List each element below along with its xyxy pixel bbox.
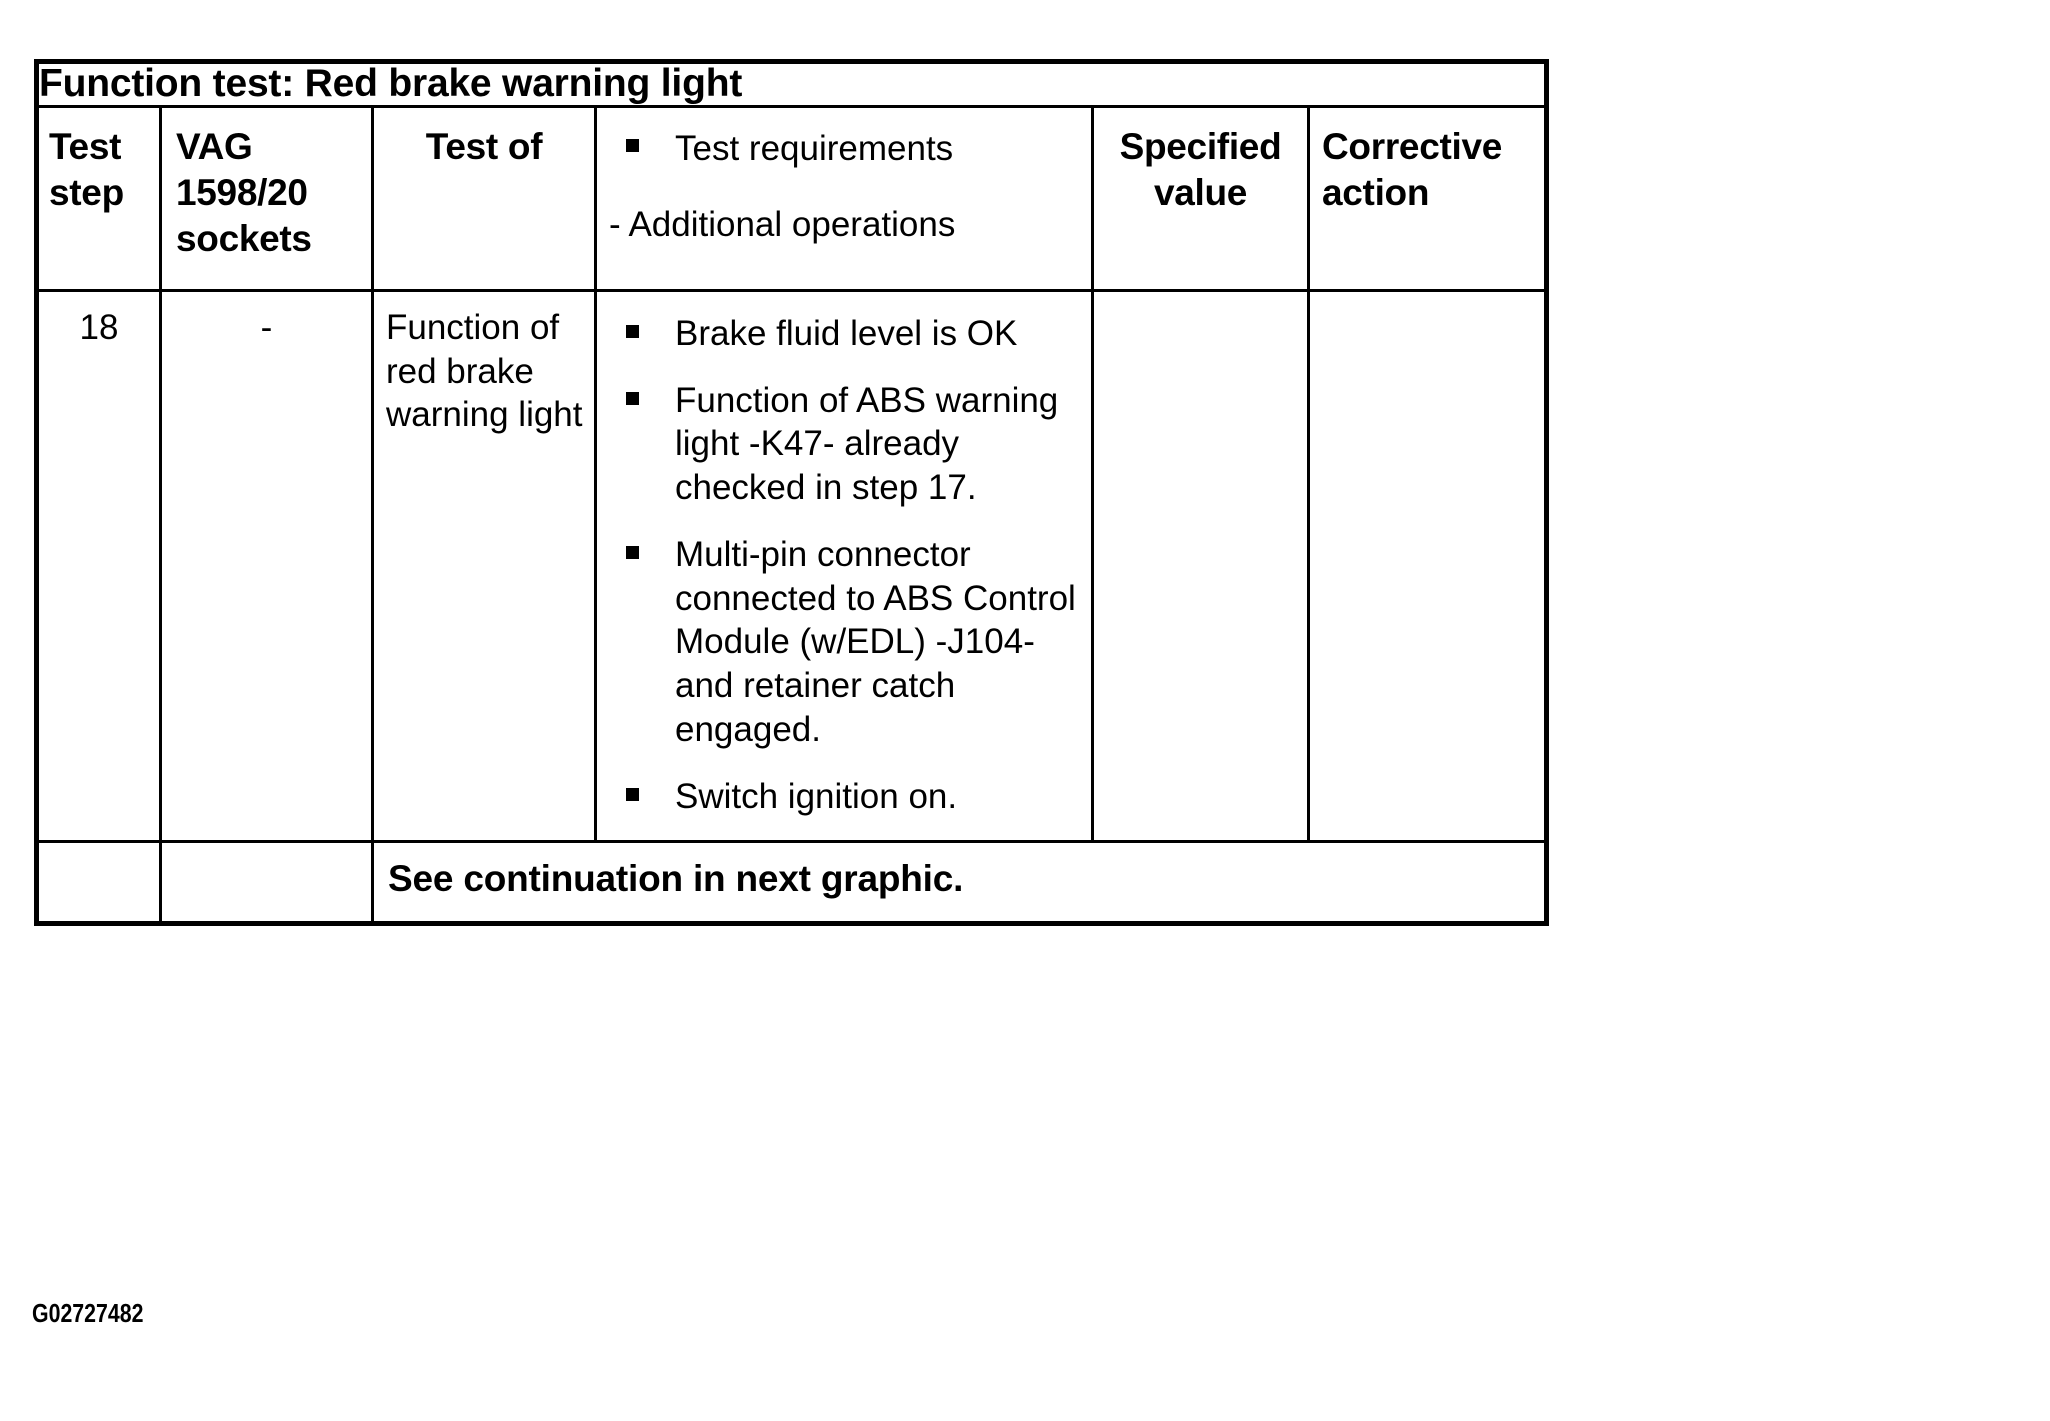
header-vag-sockets: VAG 1598/20 sockets	[162, 108, 371, 263]
header-cell-test-of: Test of	[371, 104, 597, 292]
requirements-list: Brake fluid level is OK Function of ABS …	[597, 292, 1091, 841]
square-bullet-icon	[626, 787, 639, 801]
header-specified-value-line1: Specified	[1119, 125, 1282, 167]
footer-continuation-text: See continuation in next graphic.	[388, 858, 964, 900]
header-requirements-block: Test requirements - Additional operation…	[597, 108, 1091, 246]
cell-specified-value	[1091, 288, 1310, 844]
table-row: 18 - Function of red brake warning light…	[34, 288, 1550, 844]
requirement-item: Brake fluid level is OK	[597, 312, 1091, 356]
header-test-step-line1: Test	[49, 125, 122, 167]
table-header-row: Test step VAG 1598/20 sockets Test of	[34, 104, 1550, 292]
figure-caption: G02727482	[32, 1298, 144, 1328]
cell-test-step: 18	[34, 288, 162, 844]
cell-test-of: Function of red brake warning light	[371, 288, 597, 844]
test-step-number: 18	[79, 307, 119, 347]
header-test-requirements: Test requirements	[675, 128, 954, 168]
header-vag-line3: sockets	[176, 218, 312, 260]
table-title-row: Function test: Red brake warning light	[33, 59, 1550, 108]
header-test-requirements-line: Test requirements	[597, 128, 1091, 170]
header-cell-vag-sockets: VAG 1598/20 sockets	[159, 104, 374, 292]
square-bullet-icon	[626, 545, 639, 559]
header-additional-operations: - Additional operations	[609, 204, 956, 244]
header-corrective-action-line2: action	[1322, 172, 1430, 214]
header-specified-value: Specified value	[1094, 108, 1307, 217]
header-vag-line1: VAG	[176, 125, 253, 167]
footer-cell-test-step	[34, 840, 162, 927]
table-title: Function test: Red brake warning light	[39, 62, 743, 105]
specified-value-value	[1094, 292, 1307, 306]
test-of-value: Function of red brake warning light	[386, 307, 583, 435]
table-title-cell: Function test: Red brake warning light	[33, 59, 1550, 108]
header-corrective-action-line1: Corrective	[1322, 125, 1503, 167]
requirement-item: Switch ignition on.	[597, 775, 1091, 819]
header-vag-line2: 1598/20	[176, 172, 308, 214]
table-footer-row: See continuation in next graphic.	[34, 840, 1550, 927]
header-test-of: Test of	[425, 125, 543, 167]
header-test-step-line2: step	[49, 172, 124, 214]
requirement-text: Function of ABS warning light -K47- alre…	[675, 380, 1059, 508]
header-corrective-action: Corrective action	[1310, 108, 1544, 217]
corrective-action-value	[1310, 292, 1544, 306]
cell-test-requirements: Brake fluid level is OK Function of ABS …	[594, 288, 1094, 844]
header-cell-specified-value: Specified value	[1091, 104, 1310, 292]
header-test-step: Test step	[39, 108, 159, 217]
requirement-text: Switch ignition on.	[675, 776, 958, 816]
header-cell-corrective-action: Corrective action	[1306, 104, 1550, 292]
header-specified-value-line2: value	[1153, 172, 1248, 214]
cell-vag-sockets: -	[159, 288, 374, 844]
header-cell-test-requirements: Test requirements - Additional operation…	[594, 104, 1094, 292]
header-cell-test-step: Test step	[34, 104, 162, 292]
footer-cell-continuation: See continuation in next graphic.	[370, 840, 1550, 927]
square-bullet-icon	[626, 391, 639, 405]
requirement-item: Multi-pin connector connected to ABS Con…	[597, 533, 1091, 752]
footer-cell-vag-sockets	[159, 840, 374, 927]
square-bullet-icon	[626, 138, 639, 152]
cell-corrective-action	[1306, 288, 1550, 844]
requirement-text: Multi-pin connector connected to ABS Con…	[675, 534, 1076, 749]
square-bullet-icon	[626, 324, 639, 338]
vag-sockets-value: -	[260, 307, 273, 347]
requirement-text: Brake fluid level is OK	[675, 313, 1018, 353]
function-test-table: Function test: Red brake warning light T…	[33, 59, 1550, 927]
requirement-item: Function of ABS warning light -K47- alre…	[597, 379, 1091, 510]
